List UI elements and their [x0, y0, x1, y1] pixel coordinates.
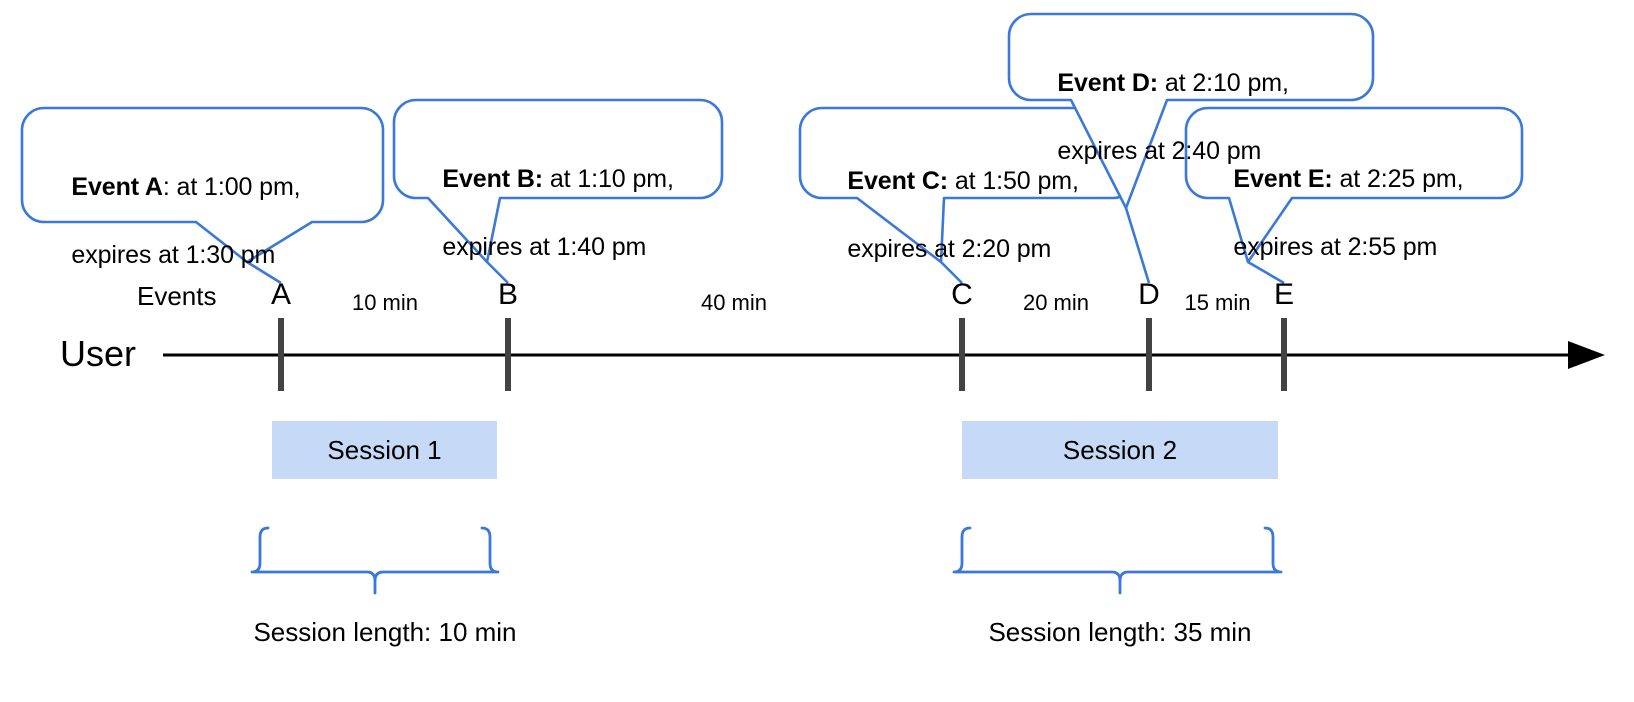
gap-label-b-c: 40 min — [700, 290, 768, 315]
callout-text-e: Event E: at 2:25 pm, expires at 2:55 pm — [1206, 128, 1463, 298]
gap-label-d-e: 15 min — [1184, 290, 1251, 315]
callout-line2-e: expires at 2:55 pm — [1233, 233, 1438, 261]
session-length-label-2: Session length: 35 min — [988, 617, 1252, 647]
callout-line2-c: expires at 2:20 pm — [847, 235, 1052, 263]
callout-title-e: Event E — [1233, 165, 1325, 193]
events-row-label: Events — [137, 281, 217, 311]
callout-line1-b: at 1:10 pm, — [543, 165, 674, 193]
callout-line1-a: at 1:00 pm, — [169, 173, 301, 201]
callout-separator-d: : — [1149, 69, 1159, 97]
callout-line2-a: expires at 1:30 pm — [71, 241, 276, 269]
marker-label-c: C — [951, 278, 973, 311]
callout-line2-d: expires at 2:40 pm — [1057, 137, 1262, 165]
callout-text-d: Event D: at 2:10 pm, expires at 2:40 pm — [1030, 32, 1289, 202]
callout-separator-b: : — [534, 165, 544, 193]
user-row-label: User — [60, 333, 137, 374]
gap-label-c-d: 20 min — [1022, 290, 1090, 315]
callout-line2-b: expires at 1:40 pm — [442, 233, 647, 261]
session-box-1[interactable]: Session 1 — [272, 421, 497, 479]
callout-title-b: Event B — [442, 165, 535, 193]
event-tick-markers — [278, 318, 1287, 391]
callout-title-a: Event A — [71, 173, 163, 201]
callout-line1-c: at 1:50 pm, — [948, 167, 1079, 195]
callout-text-a: Event A: at 1:00 pm, expires at 1:30 pm — [44, 136, 301, 306]
callout-title-c: Event C — [847, 167, 940, 195]
marker-label-a: A — [270, 278, 291, 311]
session-box-2[interactable]: Session 2 — [962, 421, 1278, 479]
marker-label-d: D — [1138, 278, 1160, 311]
marker-label-b: B — [497, 278, 518, 311]
callout-separator-c: : — [939, 167, 949, 195]
marker-label-e: E — [1273, 278, 1294, 311]
timeline-axis — [163, 341, 1605, 369]
session-2-brace — [952, 526, 1283, 595]
session-1-brace — [250, 526, 500, 595]
callout-text-c: Event C: at 1:50 pm, expires at 2:20 pm — [820, 130, 1079, 300]
gap-label-a-b: 10 min — [351, 290, 419, 315]
callout-separator-e: : — [1324, 165, 1333, 193]
callout-separator-a: : — [162, 173, 170, 201]
callout-line1-e: at 2:25 pm, — [1332, 165, 1464, 193]
callout-line1-d: at 2:10 pm, — [1158, 69, 1289, 97]
callout-title-d: Event D — [1057, 69, 1150, 97]
session-length-label-1: Session length: 10 min — [253, 617, 517, 647]
callout-text-b: Event B: at 1:10 pm, expires at 1:40 pm — [415, 128, 674, 298]
